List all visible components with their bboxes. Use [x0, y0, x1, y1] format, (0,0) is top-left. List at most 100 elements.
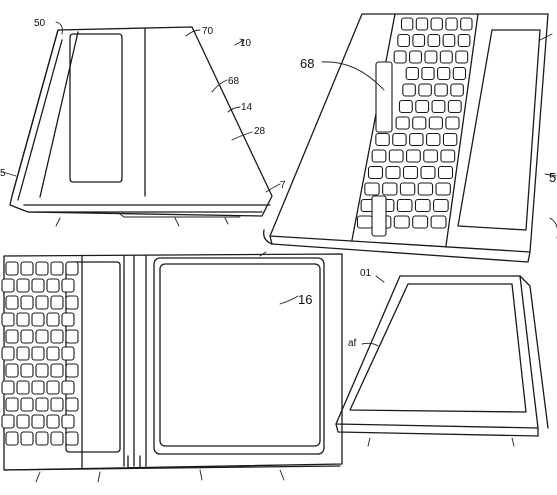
leader-70: [185, 29, 201, 37]
key: [50, 363, 64, 378]
key: [388, 149, 404, 163]
arrow-top-right: [539, 33, 553, 41]
tablet-outline: [335, 275, 539, 429]
key: [31, 380, 45, 395]
key: [61, 414, 75, 429]
key: [433, 198, 449, 213]
arrow-10-shaft: [234, 39, 245, 46]
key: [428, 116, 443, 130]
key: [439, 50, 453, 64]
key: [50, 329, 64, 344]
key: [356, 215, 373, 229]
cover-window: [69, 33, 123, 183]
label-10: 10: [240, 38, 252, 49]
figure-tablet-perspective: [335, 275, 549, 447]
key: [5, 363, 19, 378]
label-5-right: 5: [549, 170, 556, 185]
key: [16, 346, 30, 361]
key: [20, 329, 34, 344]
kb-keyboard-left-border: [351, 13, 396, 241]
key: [20, 261, 34, 276]
key: [1, 414, 15, 429]
key: [393, 215, 410, 229]
key: [367, 165, 384, 180]
key: [442, 132, 458, 147]
key: [61, 346, 75, 361]
kb-keyboard-right-border: [445, 13, 479, 247]
key: [409, 132, 424, 147]
key: [393, 50, 407, 64]
tablet-side: [519, 275, 549, 429]
key: [395, 116, 410, 130]
leader-68b: [321, 61, 385, 91]
key: [1, 380, 15, 395]
key: [50, 261, 64, 276]
key: [5, 261, 19, 276]
reference-labels: 50 70 10 68 14 28 5 7 68 5 16 01 af: [0, 18, 556, 349]
leader-68a: [211, 79, 228, 93]
key: [455, 50, 469, 64]
label-14: 14: [241, 102, 253, 113]
key: [371, 149, 387, 163]
key: [16, 380, 30, 395]
key: [397, 33, 410, 48]
key: [447, 99, 462, 114]
label-50: 50: [34, 18, 46, 29]
key: [35, 329, 49, 344]
key: [442, 33, 456, 48]
key: [398, 99, 413, 114]
kb-front-edge: [269, 235, 531, 263]
key: [402, 165, 419, 180]
open-bottom-edge: [3, 465, 341, 471]
label-01: 01: [360, 268, 372, 279]
key: [417, 182, 434, 196]
key: [457, 33, 471, 48]
key: [16, 312, 30, 327]
key: [65, 397, 79, 412]
key: [20, 397, 34, 412]
key: [5, 397, 19, 412]
key: [46, 312, 60, 327]
key: [412, 33, 426, 48]
key: [31, 312, 45, 327]
key: [65, 295, 79, 310]
leader-16: [279, 295, 299, 305]
key: [20, 363, 34, 378]
cover-ticks: [55, 217, 229, 227]
open-hinge-clip: [127, 455, 141, 469]
figure-closed-cover: [1, 21, 281, 227]
leader-7: [265, 183, 281, 193]
key: [50, 397, 64, 412]
key: [65, 329, 79, 344]
label-70: 70: [202, 26, 214, 37]
kb-keys-perspective: [356, 17, 473, 237]
arrow-10-head: [239, 38, 245, 45]
key: [16, 278, 30, 293]
key: [440, 149, 456, 163]
key: [1, 278, 15, 293]
key: [35, 363, 49, 378]
cover-fold-line: [39, 31, 79, 198]
key: [437, 165, 454, 180]
key: [31, 414, 45, 429]
key: [65, 261, 79, 276]
arrow-01: [375, 275, 385, 283]
key: [400, 17, 414, 31]
key: [452, 66, 467, 81]
open-corner-tick: [259, 251, 267, 257]
key: [435, 182, 451, 196]
tablet-ticks: [367, 437, 515, 447]
key: [412, 116, 427, 130]
key: [61, 278, 75, 293]
key: [16, 414, 30, 429]
key: [418, 83, 432, 97]
key: [50, 295, 64, 310]
label-68b: 68: [300, 56, 314, 71]
key: [375, 132, 390, 147]
open-screen: [159, 263, 321, 447]
cover-spine-inner: [17, 39, 63, 201]
key: [46, 380, 60, 395]
key: [425, 132, 441, 147]
key: [424, 50, 438, 64]
